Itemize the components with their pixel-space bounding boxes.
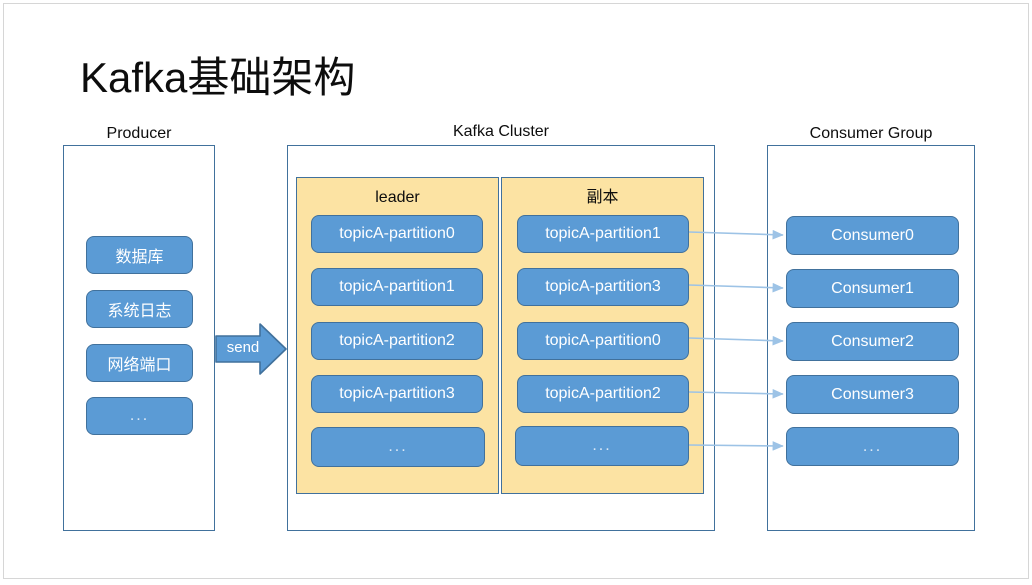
replica-partition-2[interactable]: topicA-partition0 [517,322,689,360]
replica-partition-3[interactable]: topicA-partition2 [517,375,689,413]
consumer-2[interactable]: Consumer2 [786,322,959,361]
slide-canvas: Kafka基础架构 Producer 数据库 系统日志 网络端口 ... sen… [3,3,1029,579]
leader-partition-1[interactable]: topicA-partition1 [311,268,483,306]
send-arrow-icon [215,323,287,375]
consumer-3[interactable]: Consumer3 [786,375,959,414]
consumer-0[interactable]: Consumer0 [786,216,959,255]
consumer-more[interactable]: ... [786,427,959,466]
leader-partition-more[interactable]: ... [311,427,485,467]
page-title: Kafka基础架构 [80,54,356,101]
replica-partition-0[interactable]: topicA-partition1 [517,215,689,253]
replica-panel-title: 副本 [586,189,619,206]
consumer-group-caption: Consumer Group [809,125,933,142]
leader-panel-title: leader [375,189,420,206]
producer-item-network-port[interactable]: 网络端口 [86,344,193,382]
leader-partition-0[interactable]: topicA-partition0 [311,215,483,253]
producer-item-more[interactable]: ... [86,397,193,435]
producer-container [63,145,215,531]
producer-item-database[interactable]: 数据库 [86,236,193,274]
consumer-1[interactable]: Consumer1 [786,269,959,308]
leader-partition-3[interactable]: topicA-partition3 [311,375,483,413]
producer-item-syslog[interactable]: 系统日志 [86,290,193,328]
producer-caption: Producer [106,125,172,142]
replica-partition-more[interactable]: ... [515,426,689,466]
cluster-caption: Kafka Cluster [452,123,550,140]
replica-partition-1[interactable]: topicA-partition3 [517,268,689,306]
leader-partition-2[interactable]: topicA-partition2 [311,322,483,360]
